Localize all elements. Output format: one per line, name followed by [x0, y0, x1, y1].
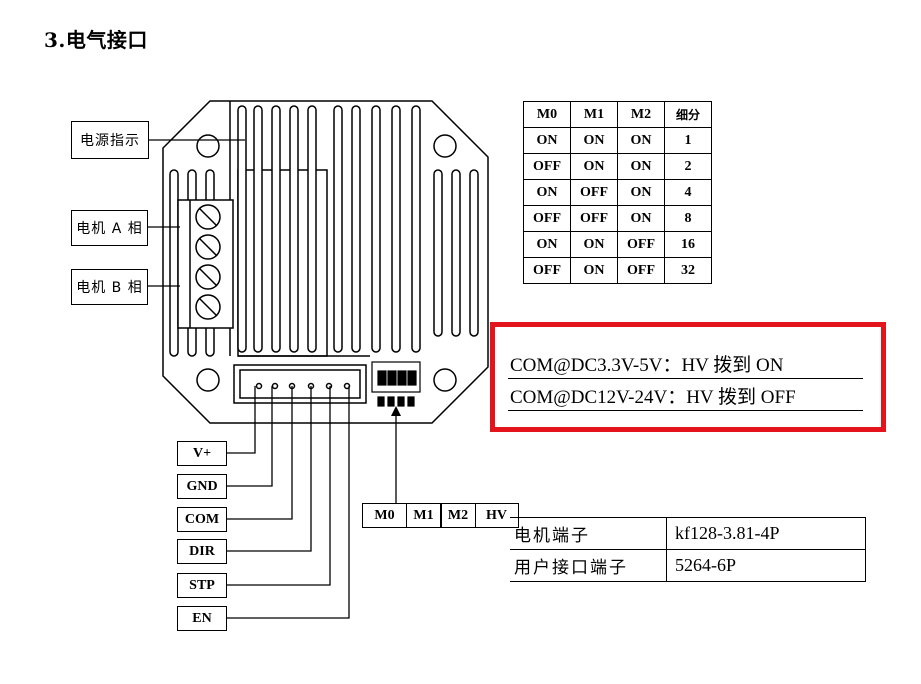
- col-header-m1: M1: [570, 101, 618, 128]
- cell: OFF: [617, 231, 665, 258]
- cell: 16: [664, 231, 712, 258]
- cell: ON: [523, 231, 571, 258]
- heatsink-fin: [253, 105, 263, 353]
- cell: ON: [617, 179, 665, 206]
- cell: ON: [523, 179, 571, 206]
- cell: OFF: [523, 153, 571, 180]
- heatsink-fin: [351, 105, 361, 353]
- cell: ON: [617, 205, 665, 232]
- mount-hole-bottom-right: [433, 368, 457, 392]
- housing-outline: [162, 100, 489, 424]
- heatsink-fin: [433, 169, 443, 337]
- microstep-table: M0 M1 M2 细分 ON ON ON 1 OFF ON ON 2 ON OF…: [523, 101, 712, 284]
- heatsink-fin: [391, 105, 401, 353]
- cell: ON: [570, 231, 618, 258]
- terminal-name: 用户接口端子: [510, 549, 667, 582]
- heatsink-fins: [237, 105, 479, 353]
- cell: OFF: [570, 179, 618, 206]
- cell: ON: [570, 257, 618, 284]
- hv-note-divider: [508, 378, 863, 379]
- pin-label-stp: STP: [177, 573, 227, 598]
- table-row: ON OFF ON 4: [523, 179, 712, 206]
- heatsink-fin: [451, 169, 461, 337]
- dip-switch: [371, 361, 421, 407]
- table-row: 电机端子 kf128-3.81-4P: [510, 517, 866, 550]
- mount-hole-top-right: [433, 134, 457, 158]
- table-row: OFF OFF ON 8: [523, 205, 712, 232]
- table-row: ON ON ON 1: [523, 127, 712, 154]
- terminal-name: 电机端子: [510, 517, 667, 550]
- table-row: 用户接口端子 5264-6P: [510, 549, 866, 582]
- motor-phase-a-label: 电机 A 相: [71, 210, 148, 246]
- heatsink-fin: [169, 169, 179, 357]
- heatsink-fin: [271, 105, 281, 353]
- heatsink-fin: [333, 105, 343, 353]
- pin-label-gnd: GND: [177, 474, 227, 499]
- cell: 8: [664, 205, 712, 232]
- cell: 32: [664, 257, 712, 284]
- cell: 2: [664, 153, 712, 180]
- motor-terminal-block: [177, 199, 234, 329]
- heatsink-fin: [371, 105, 381, 353]
- pin-label-en: EN: [177, 606, 227, 631]
- heatsink-fin: [307, 105, 317, 353]
- terminal-table: 电机端子 kf128-3.81-4P 用户接口端子 5264-6P: [510, 517, 866, 582]
- hv-highlight-box: [490, 322, 886, 432]
- cell: ON: [570, 127, 618, 154]
- heatsink-fin: [289, 105, 299, 353]
- pin-label-dir: DIR: [177, 539, 227, 564]
- table-row: OFF ON ON 2: [523, 153, 712, 180]
- cell: 4: [664, 179, 712, 206]
- table-row: OFF ON OFF 32: [523, 257, 712, 284]
- cell: OFF: [617, 257, 665, 284]
- motor-phase-b-label: 电机 B 相: [71, 269, 148, 305]
- power-indicator-label: 电源指示: [71, 121, 149, 159]
- heatsink-fin: [237, 105, 247, 353]
- cell: ON: [570, 153, 618, 180]
- table-row: ON ON OFF 16: [523, 231, 712, 258]
- cell: OFF: [523, 257, 571, 284]
- cell: OFF: [523, 205, 571, 232]
- microstep-header-row: M0 M1 M2 细分: [523, 101, 712, 128]
- cell: OFF: [570, 205, 618, 232]
- mount-hole-bottom-left: [196, 368, 220, 392]
- switch-label-m2: M2: [440, 503, 476, 528]
- pin-label-com: COM: [177, 507, 227, 532]
- switch-label-m1: M1: [405, 503, 442, 528]
- cell: 1: [664, 127, 712, 154]
- hv-note-divider: [508, 410, 863, 411]
- section-heading: 3.电气接口: [44, 28, 148, 52]
- heatsink-fin: [469, 169, 479, 337]
- terminal-value: kf128-3.81-4P: [666, 517, 866, 550]
- col-header-m0: M0: [523, 101, 571, 128]
- pin-label-vplus: V+: [177, 441, 227, 466]
- switch-label-hv: HV: [474, 503, 519, 528]
- col-header-m2: M2: [617, 101, 665, 128]
- heatsink-fin: [411, 105, 421, 353]
- user-connector: [233, 364, 367, 404]
- terminal-value: 5264-6P: [666, 549, 866, 582]
- mount-hole-top-left: [196, 134, 220, 158]
- switch-label-m0: M0: [362, 503, 407, 528]
- switch-label-row: M0 M1 M2 HV: [362, 503, 519, 528]
- hv-note-line-1: COM@DC3.3V-5V：HV 拨到 ON: [510, 355, 784, 376]
- cell: ON: [617, 127, 665, 154]
- hv-note-line-2: COM@DC12V-24V：HV 拨到 OFF: [510, 387, 796, 408]
- col-header-microstep: 细分: [664, 101, 712, 128]
- cell: ON: [617, 153, 665, 180]
- cell: ON: [523, 127, 571, 154]
